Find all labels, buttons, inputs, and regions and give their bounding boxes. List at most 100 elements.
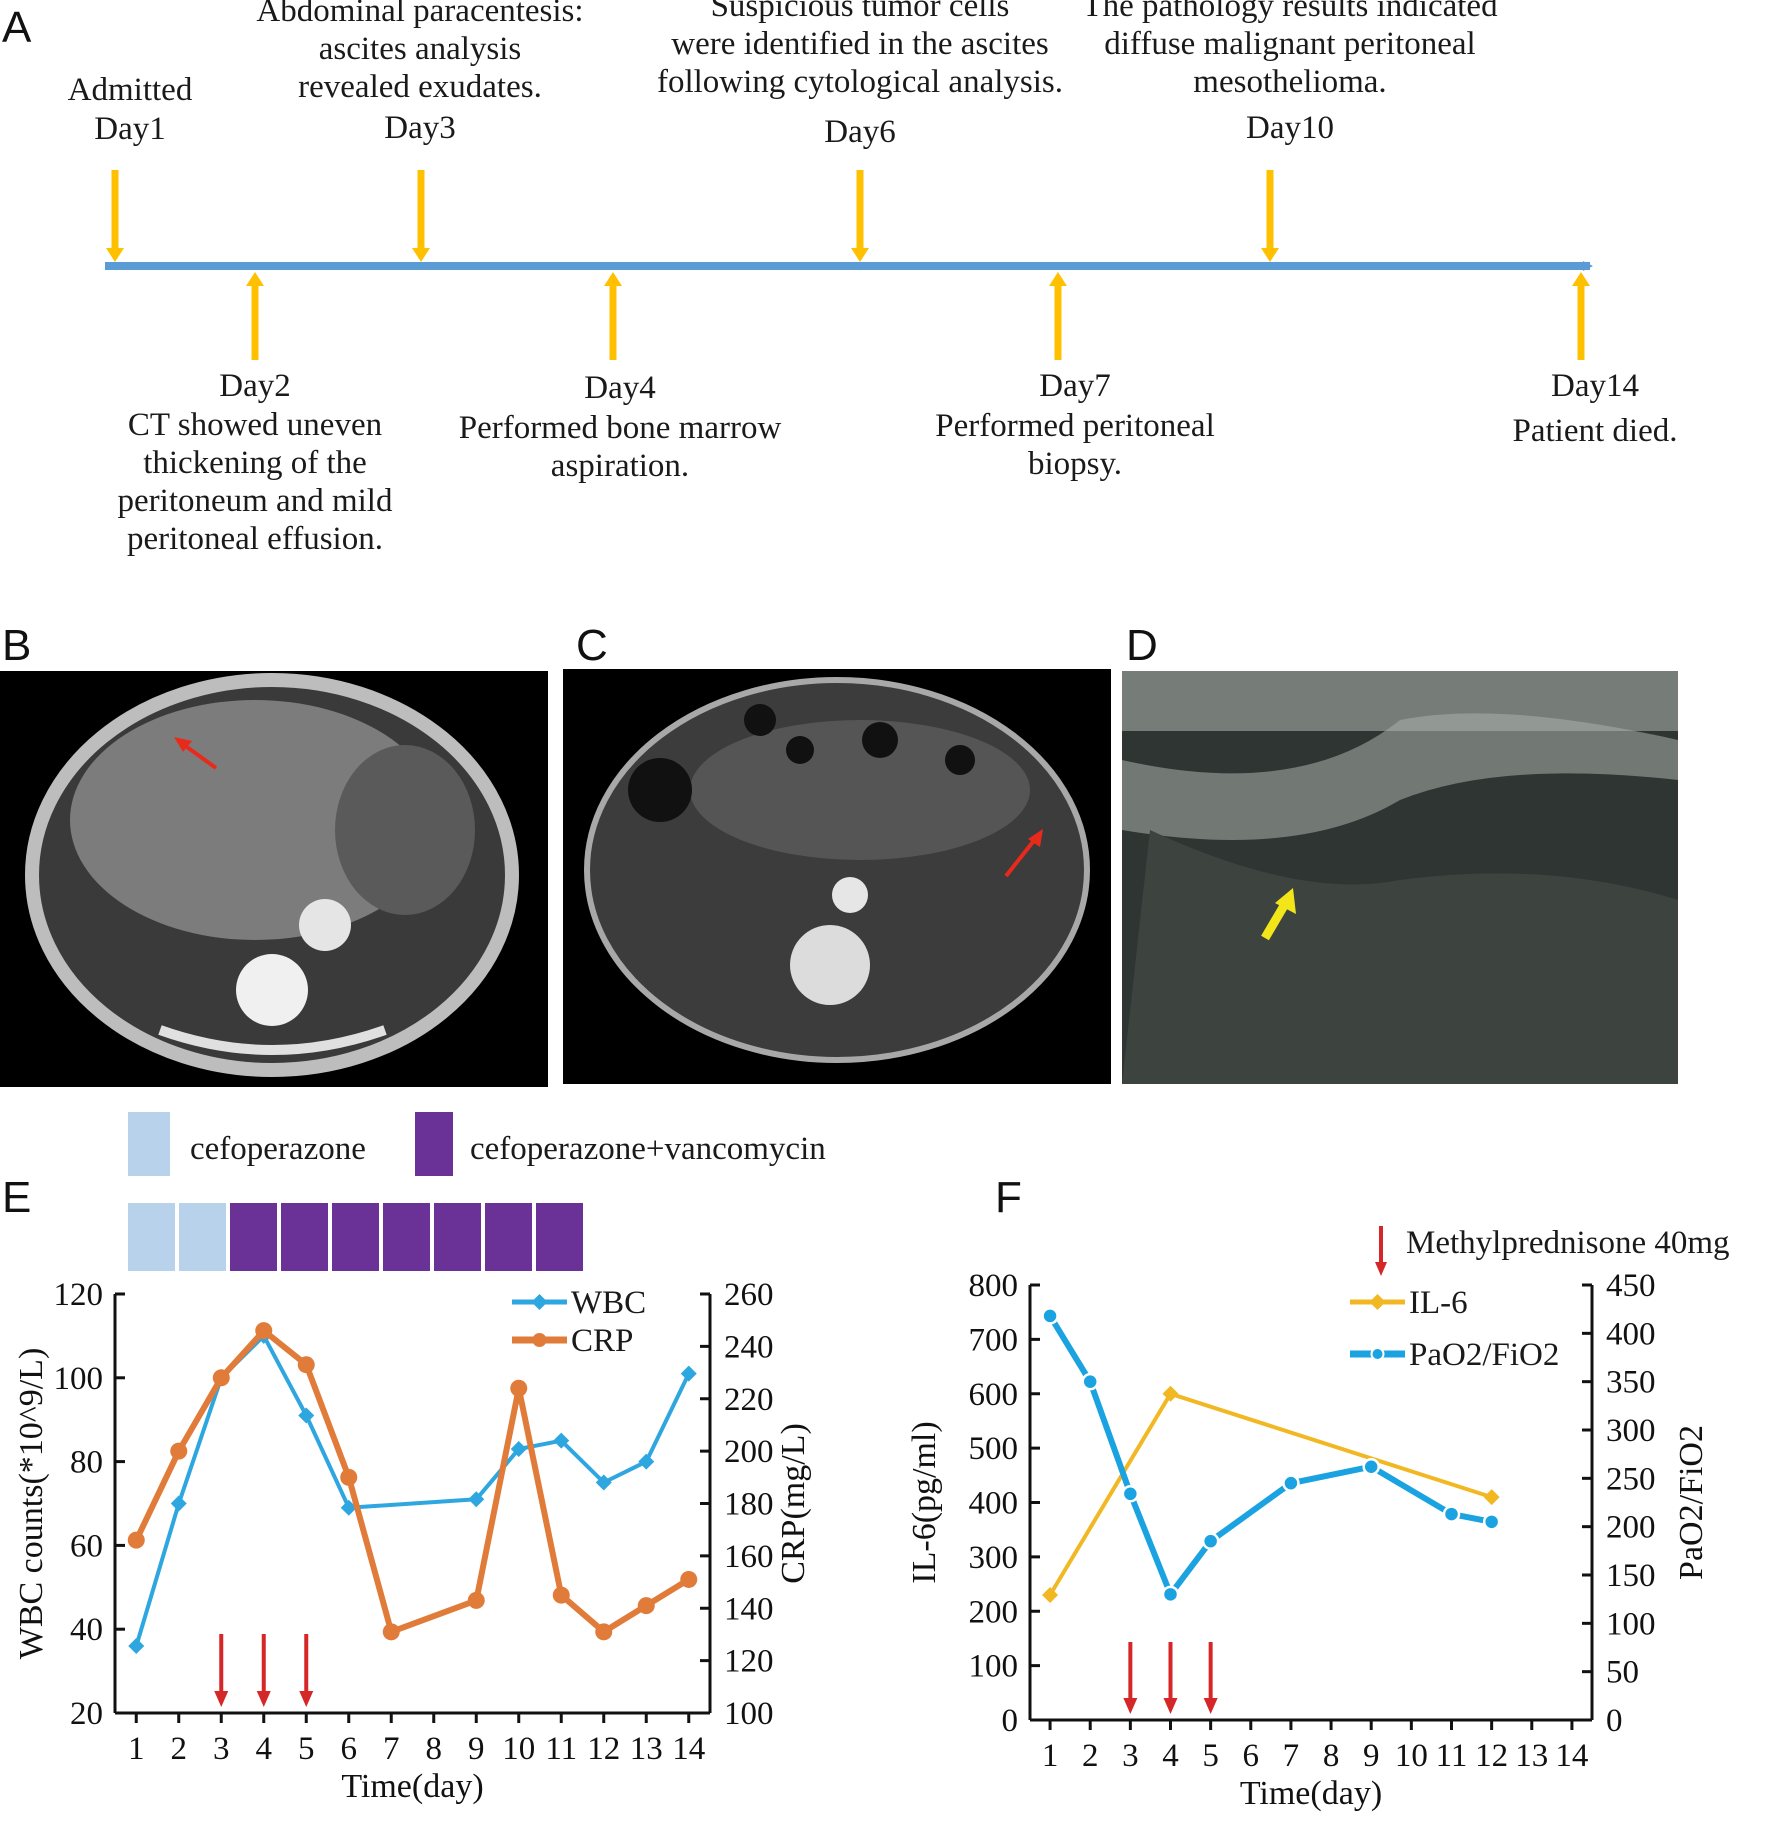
x-tick-label: 12 [1475, 1738, 1508, 1774]
data-point [1081, 1372, 1099, 1391]
x-tick-label: 13 [1515, 1738, 1548, 1774]
legend-marker [1369, 1294, 1386, 1310]
timeline-day-label: Day10 [1246, 110, 1334, 146]
down-arrow-head-icon [106, 248, 124, 262]
y-tick-label-right: 240 [724, 1329, 774, 1365]
x-tick-label: 9 [468, 1731, 485, 1767]
y-tick-label-right: 300 [1606, 1413, 1656, 1449]
data-point [170, 1442, 188, 1460]
methylprednisone-legend: Methylprednisone 40mg [1375, 1225, 1730, 1276]
data-point [382, 1623, 400, 1641]
treatment-day-cefoperazone-vancomycin [485, 1203, 532, 1271]
x-tick-label: 1 [1042, 1738, 1059, 1774]
panel-b-ct-image: B [0, 621, 548, 1087]
y-axis-title-right: CRP(mg/L) [775, 1423, 812, 1584]
data-point [1161, 1585, 1180, 1604]
up-arrow-head-icon [1049, 272, 1067, 286]
timeline-event-text: Admitted [68, 72, 193, 108]
x-tick-label: 2 [171, 1731, 188, 1767]
data-point [340, 1499, 357, 1516]
timeline-event-text: aspiration. [551, 448, 689, 484]
x-tick-label: 8 [1323, 1738, 1340, 1774]
y-tick-label-left: 700 [969, 1322, 1019, 1358]
timeline-day-label: Day6 [824, 114, 895, 150]
data-point [680, 1365, 697, 1382]
data-point [1362, 1457, 1380, 1476]
red-arrow-head-icon [1028, 829, 1043, 847]
ct-ribs [158, 1025, 387, 1055]
panel-e-wbc-crp-chart: E cefoperazone cefoperazone+vancomycin 2… [2, 1112, 826, 1805]
x-tick-label: 8 [426, 1731, 443, 1767]
timeline-event-text: Abdominal paracentesis: [256, 0, 583, 29]
treatment-day-cefoperazone-vancomycin [332, 1203, 379, 1271]
y-tick-label-right: 200 [724, 1434, 774, 1470]
timeline-event-text: The pathology results indicated [1082, 0, 1498, 24]
data-point [467, 1591, 485, 1609]
data-point [1282, 1474, 1300, 1492]
y-tick-label-left: 300 [969, 1540, 1019, 1576]
data-point [468, 1491, 485, 1508]
y-axis-title-left: IL-6(pg/ml) [906, 1421, 943, 1583]
x-tick-label: 2 [1082, 1738, 1099, 1774]
x-tick-label: 7 [1283, 1738, 1300, 1774]
y-tick-label-left: 40 [70, 1612, 103, 1648]
ct-aorta [832, 877, 868, 913]
y-tick-label-right: 100 [724, 1696, 774, 1732]
data-point [680, 1570, 698, 1588]
methylprednisone-legend-label: Methylprednisone 40mg [1406, 1225, 1730, 1261]
data-point [170, 1495, 187, 1512]
x-tick-label: 1 [128, 1731, 145, 1767]
panel-label-e: E [2, 1173, 31, 1222]
y-tick-label-left: 60 [70, 1528, 103, 1564]
data-point [595, 1623, 613, 1641]
timeline-event-text: revealed exudates. [298, 69, 542, 105]
panel-f-il6-pao2-chart: F 01002003004005006007008000501001502002… [906, 1173, 1730, 1812]
data-point [1162, 1385, 1179, 1402]
treatment-day-cefoperazone-vancomycin [434, 1203, 481, 1271]
y-tick-label-left: 120 [54, 1277, 104, 1313]
timeline-event-text: biopsy. [1028, 446, 1122, 482]
x-tick-label: 10 [502, 1731, 535, 1767]
yellow-arrow-head-icon [1275, 888, 1296, 914]
x-tick-label: 6 [341, 1731, 358, 1767]
methylprednisone-arrow-head-icon [214, 1691, 229, 1707]
down-arrow-head-icon [851, 248, 869, 262]
timeline-event-text: were identified in the ascites [671, 26, 1049, 62]
data-point [1121, 1485, 1140, 1503]
y-tick-label-left: 20 [70, 1696, 103, 1732]
x-tick-label: 14 [1555, 1738, 1588, 1774]
treatment-day-cefoperazone [179, 1203, 226, 1271]
data-point [510, 1379, 528, 1397]
timeline-day-label: Day1 [94, 111, 165, 147]
ct-aorta [299, 899, 351, 951]
treatment-bar-row [128, 1203, 583, 1271]
up-arrow-head-icon [604, 272, 622, 286]
y-tick-label-right: 250 [1606, 1461, 1656, 1497]
y-tick-label-right: 140 [724, 1591, 774, 1627]
y-tick-label-left: 800 [969, 1268, 1019, 1304]
timeline-event-text: CT showed uneven [128, 407, 382, 443]
data-point [128, 1637, 145, 1654]
series-pao2-fio2 [1041, 1307, 1501, 1604]
methylprednisone-arrow-head-icon [299, 1691, 314, 1707]
timeline-event-text: peritoneum and mild [118, 483, 393, 519]
y-tick-label-left: 600 [969, 1377, 1019, 1413]
treatment-day-cefoperazone-vancomycin [230, 1203, 277, 1271]
timeline-event-text: peritoneal effusion. [127, 521, 383, 557]
methylprednisone-arrow-head-icon [1203, 1698, 1218, 1714]
ultrasound-tissue-layer [1122, 713, 1678, 840]
panel-label-c: C [576, 621, 608, 670]
data-point [553, 1432, 570, 1449]
y-tick-label-right: 200 [1606, 1510, 1656, 1546]
legend-label: WBC [571, 1285, 646, 1321]
timeline-day-label: Day4 [584, 370, 655, 406]
x-tick-label: 10 [1395, 1738, 1428, 1774]
data-point [510, 1441, 527, 1458]
